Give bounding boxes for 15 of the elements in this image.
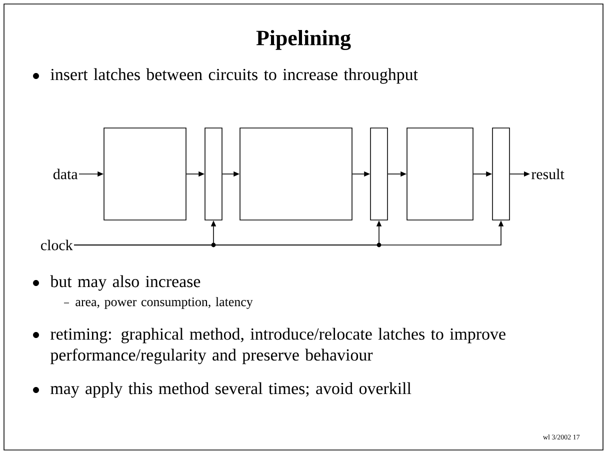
signal-label: data [53, 168, 78, 180]
latch-bar [370, 128, 388, 220]
signal-label: clock [41, 240, 73, 250]
bullet-text: insert latches between circuits to increase throughput [50, 68, 418, 84]
latch-bar [204, 128, 222, 220]
bullet-text: retiming: graphical method, introduce/relocate latches to improve performance/regularity and preserve behaviour [50, 328, 506, 364]
bullet-text: may apply this method several times; avoid overkill [50, 382, 412, 398]
circuit-box [406, 128, 474, 220]
bullet-text: area, power consumption, latency [76, 297, 253, 309]
circuit-box [240, 128, 352, 220]
latch-bar [492, 128, 510, 220]
circuit-box [104, 128, 186, 220]
slide-title: Pipelining [256, 30, 351, 50]
bullet-text: but may also increase [50, 275, 200, 291]
signal-label: result [532, 168, 564, 180]
